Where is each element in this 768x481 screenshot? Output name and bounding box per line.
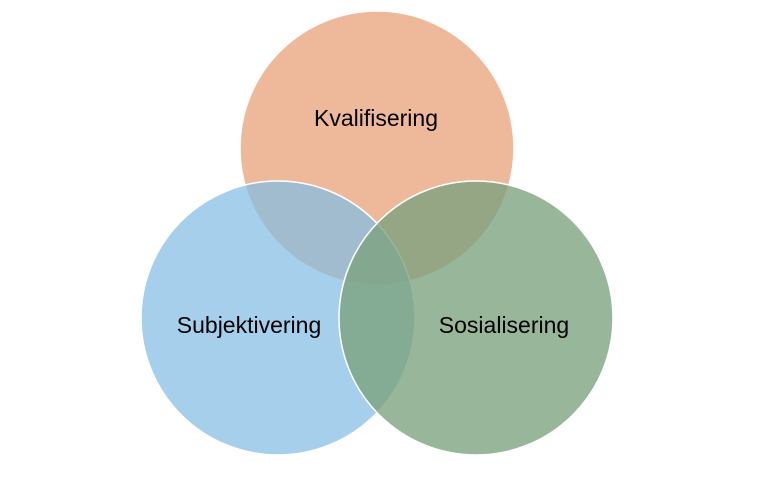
label-subjektivering: Subjektivering [177,312,321,338]
label-sosialisering: Sosialisering [439,312,569,338]
label-kvalifisering: Kvalifisering [314,105,438,131]
circle-sosialisering [338,180,614,456]
